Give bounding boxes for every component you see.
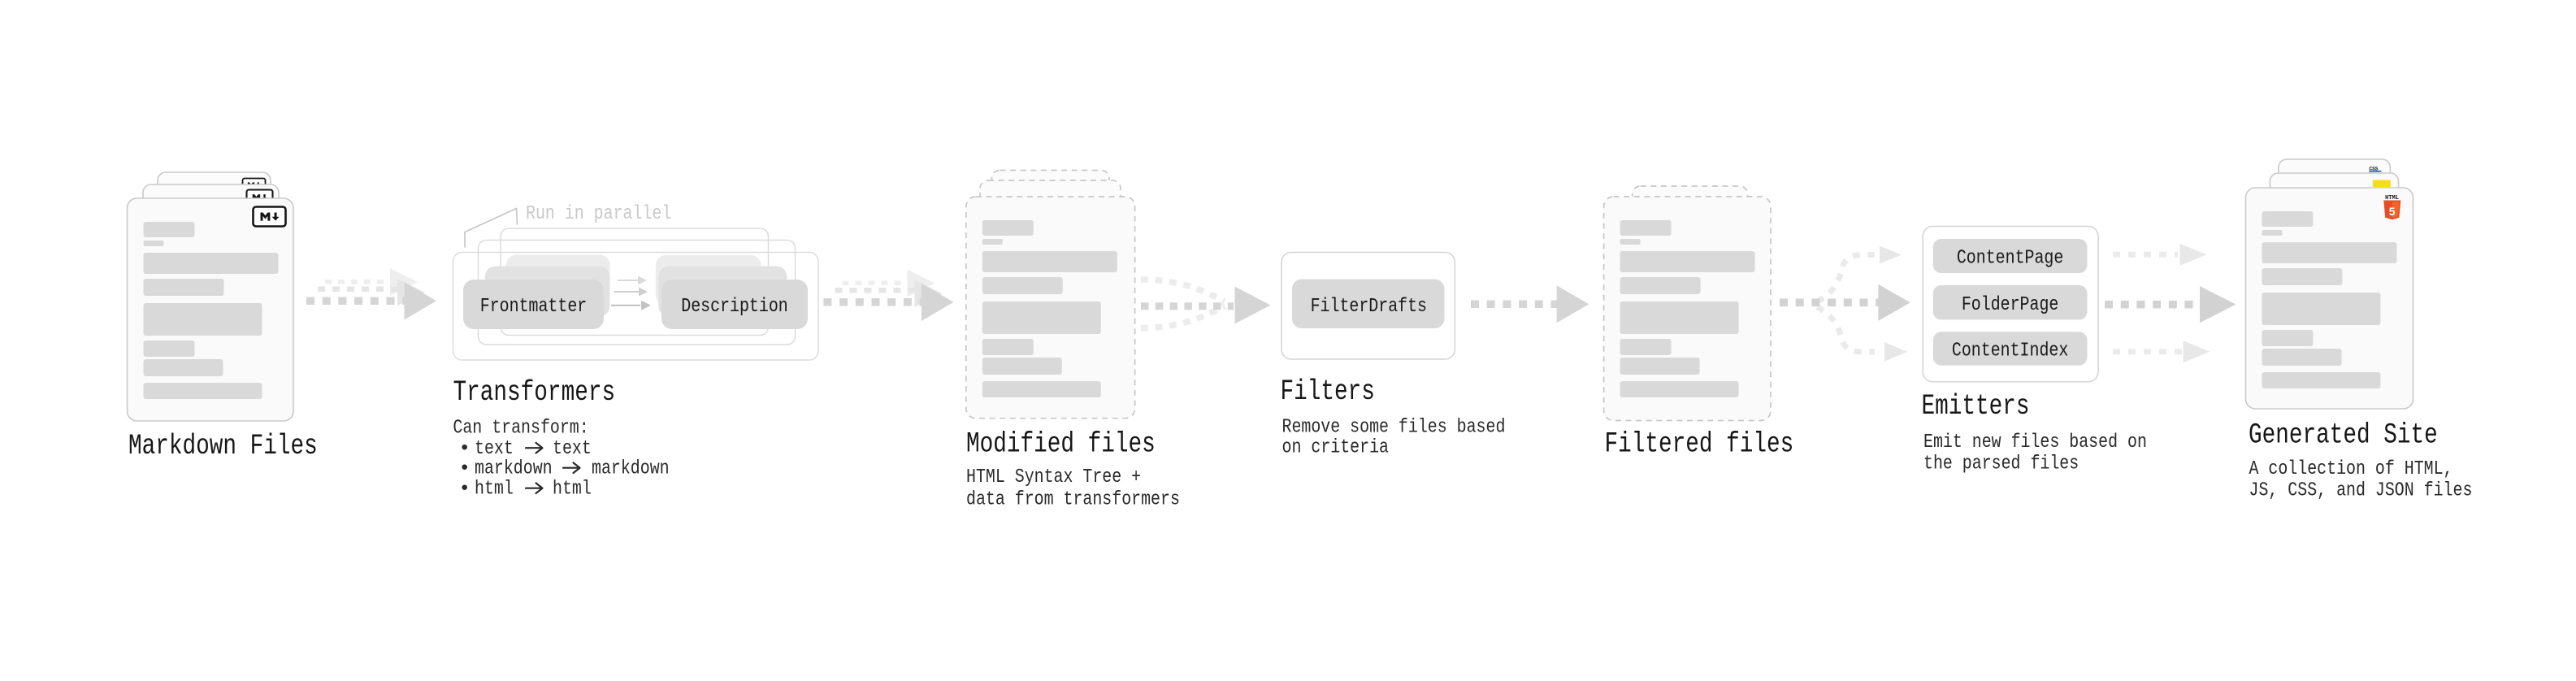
svg-text:markdown: markdown (475, 458, 553, 480)
svg-text:text: text (553, 438, 592, 460)
svg-text:•: • (459, 458, 471, 480)
svg-text:CSS: CSS (2370, 166, 2379, 171)
svg-text:on criteria: on criteria (1282, 437, 1390, 459)
svg-text:data from transformers: data from transformers (966, 489, 1180, 511)
svg-text:Emitters: Emitters (1922, 390, 2030, 423)
svg-text:Run in parallel: Run in parallel (526, 203, 671, 225)
svg-text:FilterDrafts: FilterDrafts (1311, 296, 1427, 318)
svg-text:Filters: Filters (1281, 375, 1375, 408)
svg-text:html: html (475, 479, 514, 501)
svg-text:ContentIndex: ContentIndex (1952, 340, 2068, 362)
svg-text:Emit new files based on: Emit new files based on (1923, 432, 2147, 453)
svg-text:A collection of HTML,: A collection of HTML, (2249, 458, 2453, 480)
svg-text:•: • (459, 438, 471, 460)
svg-text:the parsed files: the parsed files (1923, 453, 2079, 475)
svg-text:Description: Description (681, 296, 788, 318)
svg-text:Frontmatter: Frontmatter (480, 296, 588, 318)
svg-text:Remove some files based: Remove some files based (1282, 417, 1506, 439)
svg-text:FolderPage: FolderPage (1962, 294, 2059, 316)
svg-text:JS, CSS, and JSON files: JS, CSS, and JSON files (2249, 480, 2473, 502)
svg-text:Transformers: Transformers (453, 376, 616, 409)
svg-text:Modified files: Modified files (966, 428, 1156, 461)
svg-text:5: 5 (2389, 205, 2396, 218)
svg-text:Generated Site: Generated Site (2249, 419, 2438, 452)
svg-text:Can transform:: Can transform: (453, 418, 588, 440)
svg-text:Filtered files: Filtered files (1605, 428, 1794, 461)
svg-text:Markdown Files: Markdown Files (128, 430, 318, 462)
svg-text:•: • (459, 479, 471, 501)
svg-text:ContentPage: ContentPage (1957, 248, 2064, 270)
svg-text:HTML: HTML (2385, 195, 2399, 202)
svg-text:html: html (553, 479, 592, 501)
svg-text:HTML Syntax Tree +: HTML Syntax Tree + (966, 466, 1141, 488)
svg-text:text: text (475, 438, 514, 460)
svg-text:markdown: markdown (592, 458, 670, 480)
